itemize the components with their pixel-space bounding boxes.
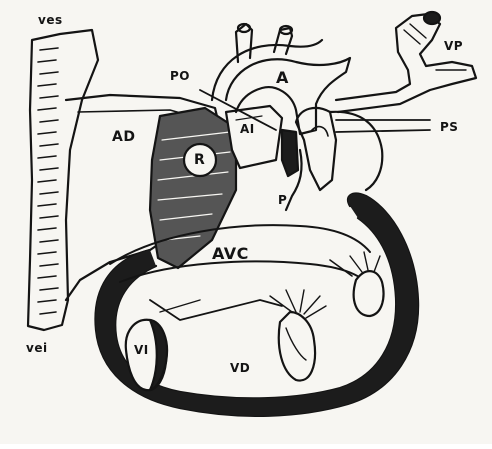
label-r: R [194, 153, 205, 167]
vena-cava [28, 30, 98, 330]
label-vd: VD [230, 362, 250, 374]
label-vei: vei [26, 342, 48, 354]
label-ves: ves [38, 14, 63, 26]
papillary-right [279, 312, 315, 381]
label-vi: VI [134, 344, 149, 356]
label-ai: AI [240, 123, 255, 135]
vessel-right [274, 28, 292, 54]
label-avc: AVC [212, 246, 249, 262]
vena-cava-hatching [38, 48, 58, 314]
label-a: A [276, 70, 289, 86]
septum-strands [150, 300, 282, 320]
label-po: PO [170, 70, 190, 82]
pulmonary-vein-lines [336, 120, 430, 132]
pulmonary-vein-right [336, 14, 476, 112]
label-ad: AD [112, 130, 135, 144]
pulmonary-dark [282, 130, 298, 176]
label-p: P [278, 194, 287, 206]
label-ps: PS [440, 121, 458, 133]
label-vp: VP [444, 40, 463, 52]
papillary-far [354, 271, 384, 316]
left-atrium-right [330, 112, 382, 190]
